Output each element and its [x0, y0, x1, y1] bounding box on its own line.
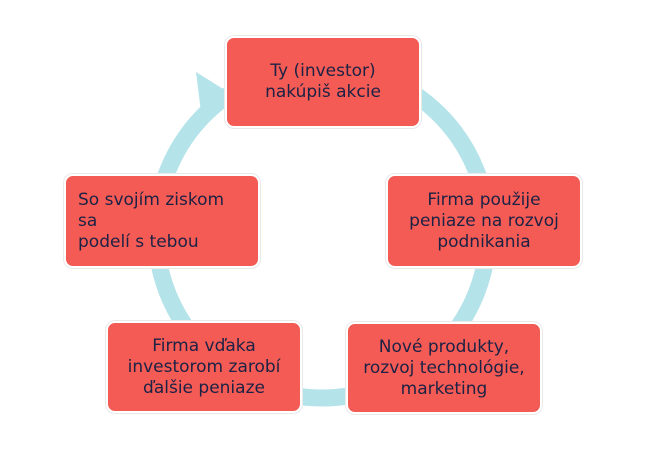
step-share-profit-node: So svojím ziskom sa podelí s tebou [64, 174, 260, 268]
step-company-invests-node: Firma použije peniaze na rozvoj podnikan… [386, 174, 582, 268]
step-new-products-label: Nové produkty, rozvoj technológie, marke… [363, 336, 525, 399]
cycle-arrowhead-icon [196, 72, 228, 112]
step-new-products-node: Nové produkty, rozvoj technológie, marke… [346, 322, 542, 414]
step-company-earns-label: Firma vďaka investorom zarobí ďalšie pen… [127, 335, 281, 398]
step-buy-shares-node: Ty (investor) nakúpiš akcie [225, 36, 421, 128]
step-company-earns-node: Firma vďaka investorom zarobí ďalšie pen… [106, 321, 302, 413]
step-buy-shares-label: Ty (investor) nakúpiš akcie [265, 61, 381, 102]
step-company-invests-label: Firma použije peniaze na rozvoj podnikan… [409, 189, 559, 252]
step-share-profit-label: So svojím ziskom sa podelí s tebou [78, 189, 225, 252]
